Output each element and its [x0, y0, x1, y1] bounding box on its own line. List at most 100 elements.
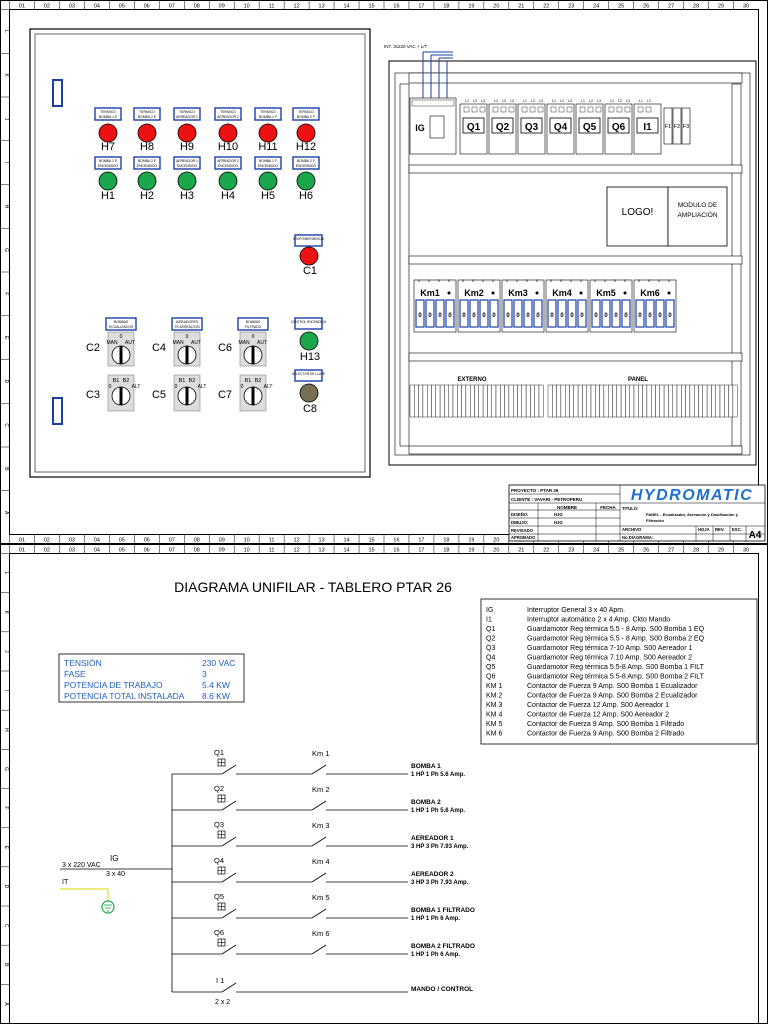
breaker-tag: Q6	[214, 928, 224, 937]
selector-tag: C4	[152, 342, 166, 354]
terminal-ext	[448, 384, 454, 418]
column-number: 13	[319, 4, 325, 10]
row-letter: D	[3, 885, 9, 889]
selector-tag: C7	[218, 389, 232, 401]
pilot-label: TERMICO	[260, 110, 276, 114]
column-number: 15	[368, 538, 374, 544]
column-number: 05	[119, 548, 125, 554]
contactor-pole-label: 0	[594, 313, 598, 319]
breaker-pin-label: L2	[560, 99, 564, 103]
legend-value: Contactor de Fuerza 12 Amp. S00 Aereador…	[527, 712, 669, 719]
legend-value: Guardamotor Reg térmica 7.10 Amp. S00 Ae…	[527, 655, 692, 662]
breaker-pin-label: L1	[523, 99, 527, 103]
column-number: 26	[643, 548, 649, 554]
tb-titulo: TITULO:	[622, 506, 639, 511]
pilot-tag: H5	[261, 190, 275, 202]
terminal-panel	[685, 384, 691, 418]
selector-tag: C5	[152, 389, 166, 401]
breaker-contact	[221, 872, 237, 883]
breaker-pin-label: L2	[647, 99, 651, 103]
row-letter: L	[3, 572, 9, 575]
column-number: 05	[119, 538, 125, 544]
column-number: 30	[743, 4, 749, 10]
pilot-label: BOMBA 2 F	[297, 159, 315, 163]
selector-pos-b2: B2	[255, 378, 262, 384]
emergency-plate	[294, 234, 323, 247]
contactor-contact	[311, 872, 327, 883]
cabinet-interior	[388, 60, 757, 466]
row-letter: H	[3, 205, 9, 209]
legend-key: KM 3	[486, 702, 502, 709]
contactor-pole	[557, 299, 567, 328]
contactor-label: Km4	[552, 288, 572, 298]
selector-plate	[105, 317, 137, 331]
row-letter: J	[3, 650, 9, 653]
terminal-panel	[603, 384, 609, 418]
terminal-panel	[629, 384, 635, 418]
selector-tag: C2	[86, 342, 100, 354]
column-number: 09	[219, 548, 225, 554]
spec-value: 230 VAC	[202, 658, 235, 668]
breaker-handle[interactable]	[429, 115, 445, 139]
expansion-module-line-1: MODULO DE	[678, 202, 718, 209]
breaker-pin-label: L2	[502, 99, 506, 103]
legend-key: Q5	[486, 664, 495, 671]
column-number: 04	[94, 4, 100, 10]
column-number: 02	[44, 538, 50, 544]
contactor-pin-label: 0	[506, 278, 509, 283]
column-number: 27	[668, 4, 674, 10]
load-spec: 1 HP 1 Ph 5.6 Amp.	[411, 772, 465, 778]
breaker-window	[607, 117, 630, 134]
terminal-ext	[487, 384, 492, 418]
column-number: 06	[144, 4, 150, 10]
red-pilot-light	[98, 123, 118, 143]
terminal-panel	[689, 384, 695, 418]
breaker-pin	[479, 106, 486, 113]
column-number: 14	[343, 4, 349, 10]
terminal-panel	[711, 384, 716, 418]
column-number: 18	[443, 548, 449, 554]
breaker-pin	[537, 106, 544, 113]
contactor-pole	[513, 299, 523, 328]
column-number: 22	[543, 4, 549, 10]
column-number: 09	[219, 538, 225, 544]
pilot-label: ENCENDIDO	[258, 164, 279, 168]
legend-value: Contactor de Fuerza 9 Amp. S00 Bomba 2 E…	[527, 693, 698, 700]
key-switch[interactable]	[299, 383, 319, 403]
selector-handle	[185, 387, 189, 405]
legend-key: Q1	[486, 626, 495, 633]
load-spec: 1 HP 1 Ph 6 Amp.	[411, 952, 460, 958]
pilot-tag: H2	[140, 190, 154, 202]
emergency-stop-button[interactable]	[299, 246, 319, 266]
breaker-window	[520, 117, 543, 134]
breaker-pin	[595, 106, 602, 113]
contactor-pole	[591, 299, 601, 328]
terminal-ext	[474, 384, 480, 418]
column-number: 15	[368, 4, 374, 10]
legend-value: Interruptor automático 2 x 4 Amp. Ckto M…	[527, 617, 670, 624]
column-number: 08	[194, 4, 200, 10]
pilot-plate	[292, 107, 320, 121]
load-name: AEREADOR 2	[411, 871, 454, 878]
red-pilot-light	[218, 123, 238, 143]
breaker-pin	[529, 106, 536, 113]
breaker-pin-label: L3	[626, 99, 630, 103]
legend-box	[480, 598, 758, 745]
pilot-label: AEREADOR 2	[217, 159, 239, 163]
contactor-pole	[547, 299, 557, 328]
terminal-ext	[538, 384, 544, 418]
contactor-pole-label: 0	[448, 313, 452, 319]
terminal-panel	[668, 384, 673, 418]
column-number: 09	[219, 4, 225, 10]
contactor-pin-label: 0	[482, 278, 485, 283]
contactor-pole	[459, 299, 469, 328]
terminal-panel	[569, 384, 575, 418]
legend-key: Q3	[486, 645, 495, 652]
pilot-label: ENCENDIDO	[218, 164, 239, 168]
terminal-ext	[435, 384, 441, 418]
tb-nombre: NOMBRE	[557, 505, 577, 510]
selector-pos-b1: B1	[179, 378, 186, 384]
terminal-panel	[620, 384, 626, 418]
